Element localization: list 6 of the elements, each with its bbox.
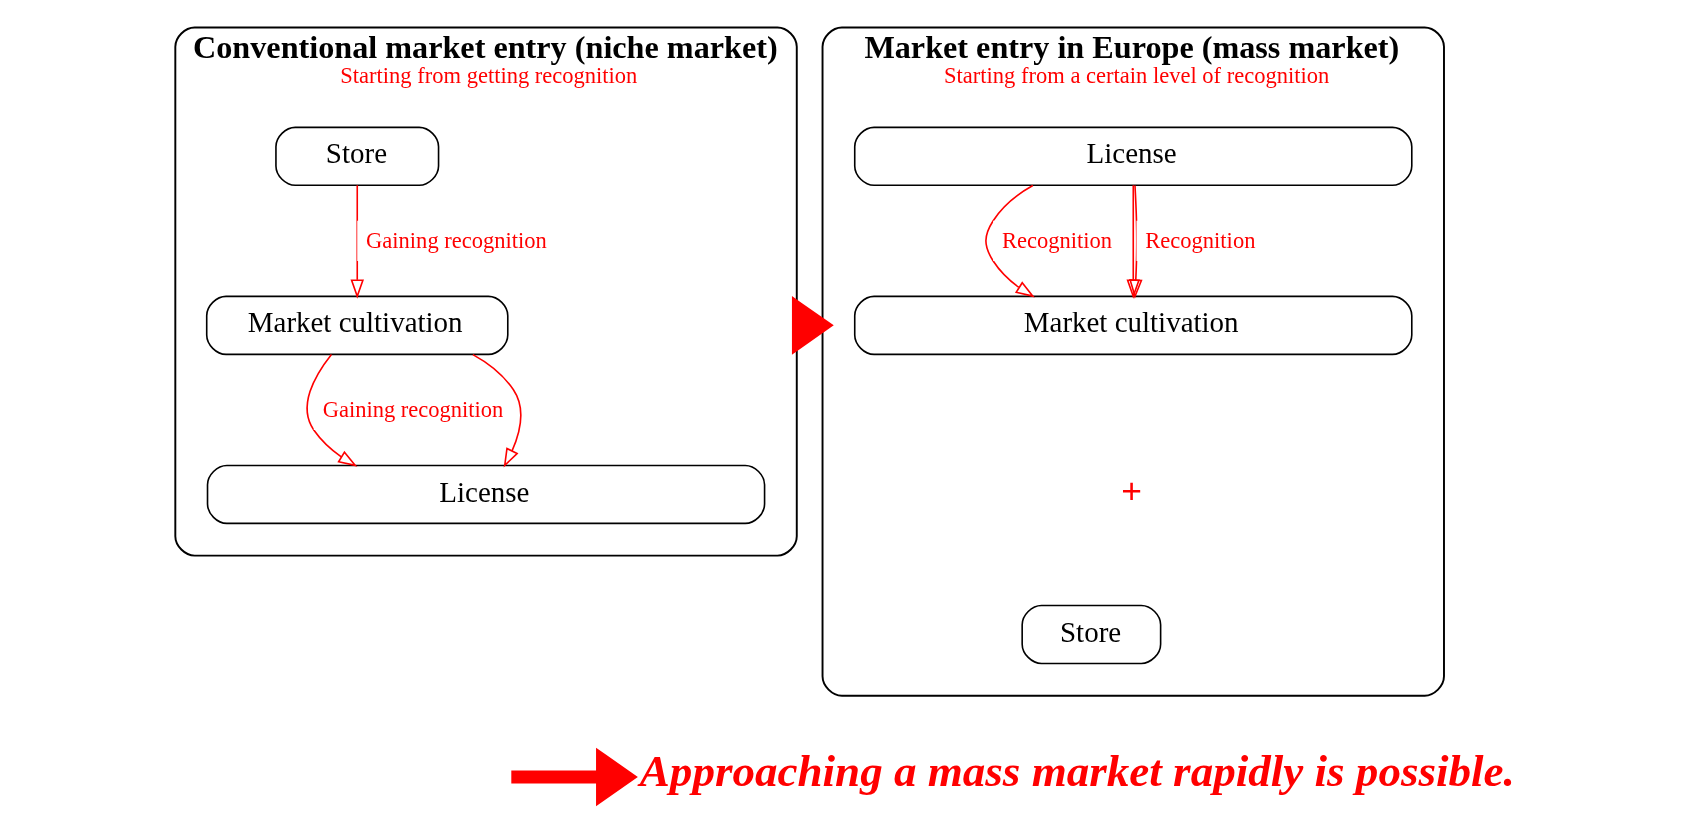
edge-label: Recognition: [1145, 227, 1256, 253]
edge-label: Gaining recognition: [366, 227, 547, 253]
edge-label: Recognition: [1002, 227, 1113, 253]
node-text: Approaching a mass market rapidly is possible.: [639, 746, 1515, 797]
label: +: [1121, 471, 1142, 512]
edge-label: Gaining recognition: [322, 396, 504, 422]
